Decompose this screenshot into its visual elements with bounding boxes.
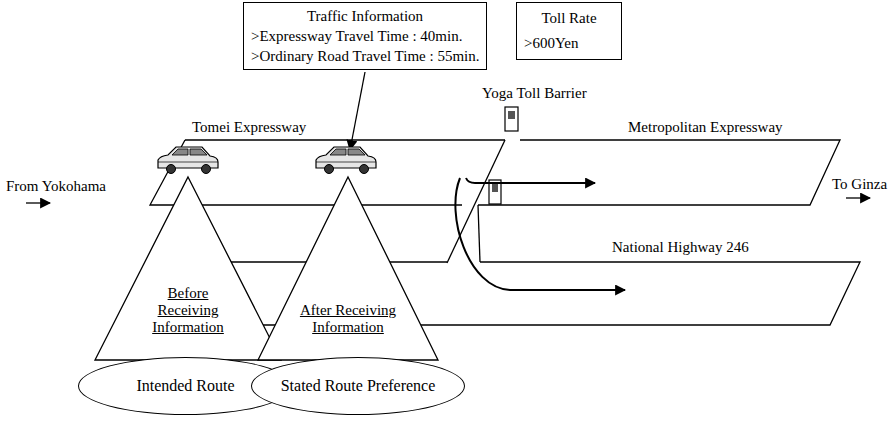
road-label: Tomei Expressway [192,118,306,136]
info-box: Traffic Information>Expressway Travel Ti… [243,2,487,70]
toll-booth [489,107,518,204]
route-arrow [455,178,625,290]
view-cone: Before Receiving Information [95,177,281,360]
box-line: >Expressway Travel Time : 40min. [251,27,479,46]
car [158,147,218,174]
route-oval: Stated Route Preference [251,357,465,415]
box-line: >600Yen [524,34,614,53]
node-label: Stated Route Preference [281,377,436,395]
road-label: Metropolitan Expressway [628,118,783,136]
node-label: After Receiving Information [298,302,398,336]
node-label: Before Receiving Information [138,285,238,336]
info-box: Toll Rate >600Yen [516,2,622,60]
box-heading: Toll Rate [524,9,614,28]
road-label: To Ginza [832,175,887,193]
box-line: >Ordinary Road Travel Time : 55min. [251,47,479,66]
road-label: From Yokohama [6,177,106,195]
box-heading: Traffic Information [251,7,479,26]
road-label: National Highway 246 [612,238,749,256]
road-label: Yoga Toll Barrier [482,84,587,102]
car [316,147,376,174]
view-cone: After Receiving Information [258,177,438,360]
node-label: Intended Route [136,377,234,395]
direction-arrow [26,72,870,203]
